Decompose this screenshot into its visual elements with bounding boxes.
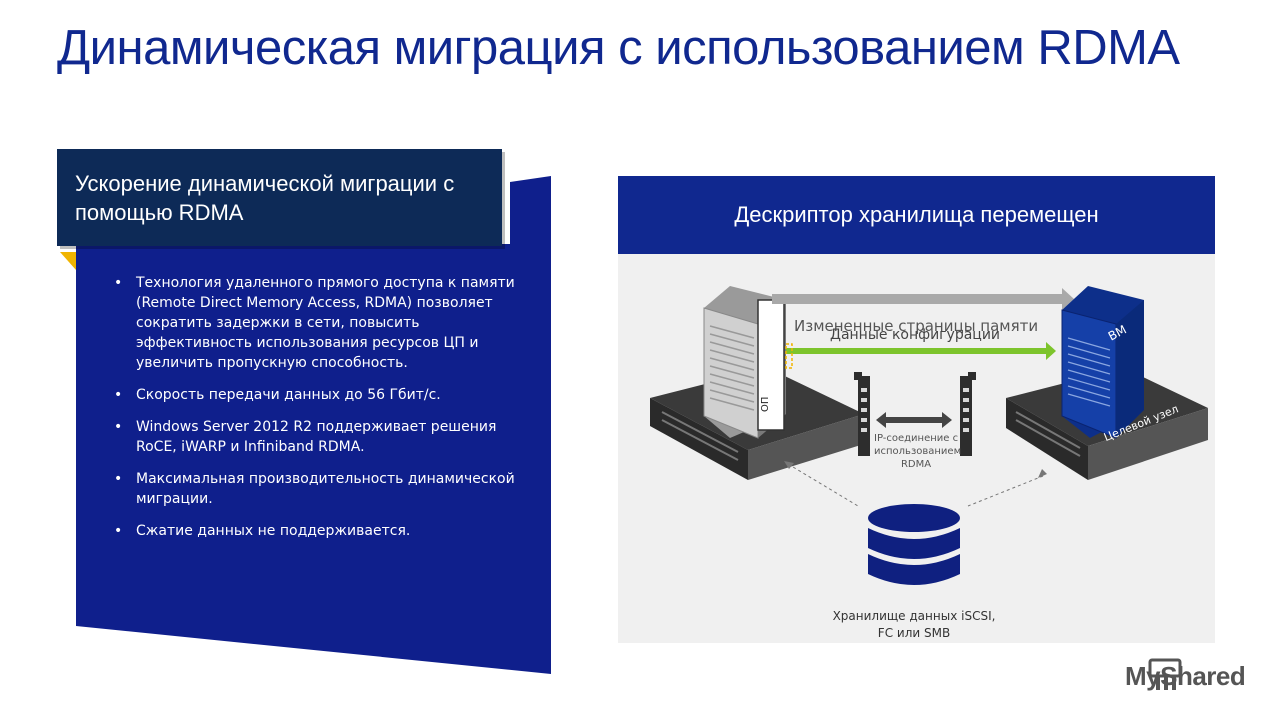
target-server-tower xyxy=(1061,286,1144,439)
navy-panel-shape xyxy=(76,176,551,674)
storage-label-line: Хранилище данных iSCSI, xyxy=(832,609,996,623)
rdma-link-arrow xyxy=(876,412,952,428)
bullet-item: • Скорость передачи данных до 56 Гбит/с. xyxy=(111,385,531,405)
target-rdma-adapter xyxy=(960,372,976,456)
myshared-logo-icon xyxy=(1148,658,1182,690)
config-arrow-label: Данные конфигурации xyxy=(830,327,1001,343)
bullet-text: Скорость передачи данных до 56 Гбит/с. xyxy=(136,387,441,403)
storage-label-line: FC или SMB xyxy=(877,626,951,640)
bullet-item: • Сжатие данных не поддерживается. xyxy=(111,521,531,541)
bullet-dot: • xyxy=(114,275,123,291)
diagram-header-text: Дескриптор хранилища перемещен xyxy=(734,202,1099,227)
storage-database-icon xyxy=(868,504,960,585)
memory-arrow xyxy=(772,288,1074,310)
rdma-link-label-line: использованием xyxy=(874,446,962,457)
rdma-link-label: IP-соединение с использованием RDMA xyxy=(874,432,962,471)
bullet-item: • Технология удаленного прямого доступа к… xyxy=(111,273,531,373)
bullet-dot: • xyxy=(114,471,123,487)
bullet-dot: • xyxy=(114,387,123,403)
left-panel-background xyxy=(60,176,551,674)
source-vm-box xyxy=(757,299,785,431)
diagram-header: Дескриптор хранилища перемещен xyxy=(618,176,1215,254)
storage-label: Хранилище данных iSCSI, FC или SMB xyxy=(814,608,1014,642)
memory-arrow-label: Измененные страницы памяти xyxy=(794,317,1039,335)
bullet-item: • Максимальная производительность динамич… xyxy=(111,469,531,509)
storage-link-arrowhead xyxy=(1038,469,1047,478)
source-rdma-adapter xyxy=(854,372,870,456)
accent-triangle xyxy=(60,252,76,270)
bullet-dot: • xyxy=(114,419,123,435)
watermark-brand: MyShared xyxy=(1125,661,1246,691)
bullet-text: Windows Server 2012 R2 поддерживает реше… xyxy=(136,419,497,455)
config-arrow xyxy=(786,342,1056,360)
slide-title: Динамическая миграция с использованием R… xyxy=(57,21,1180,75)
migration-diagram xyxy=(650,286,1208,585)
bullet-text: Максимальная производительность динамиче… xyxy=(136,471,515,507)
callout-box: Ускорение динамической миграции с помощь… xyxy=(57,149,502,246)
bullet-list: • Технология удаленного прямого доступа к… xyxy=(111,273,531,553)
bullet-text: Сжатие данных не поддерживается. xyxy=(136,523,411,539)
diagram-panel: Дескриптор хранилища перемещен xyxy=(618,176,1215,643)
callout-text: Ускорение динамической миграции с помощь… xyxy=(75,171,455,225)
bullet-text: Технология удаленного прямого доступа к … xyxy=(136,275,515,371)
rdma-link-label-line: RDMA xyxy=(900,459,932,470)
rdma-link-label-line: IP-соединение с xyxy=(874,433,959,444)
storage-connection-lines xyxy=(787,463,1044,507)
config-marker xyxy=(785,343,793,369)
bullet-dot: • xyxy=(114,523,123,539)
storage-link-arrowhead xyxy=(784,461,794,469)
bullet-item: • Windows Server 2012 R2 поддерживает реш… xyxy=(111,417,531,457)
source-vm-label: ОП xyxy=(760,396,771,412)
